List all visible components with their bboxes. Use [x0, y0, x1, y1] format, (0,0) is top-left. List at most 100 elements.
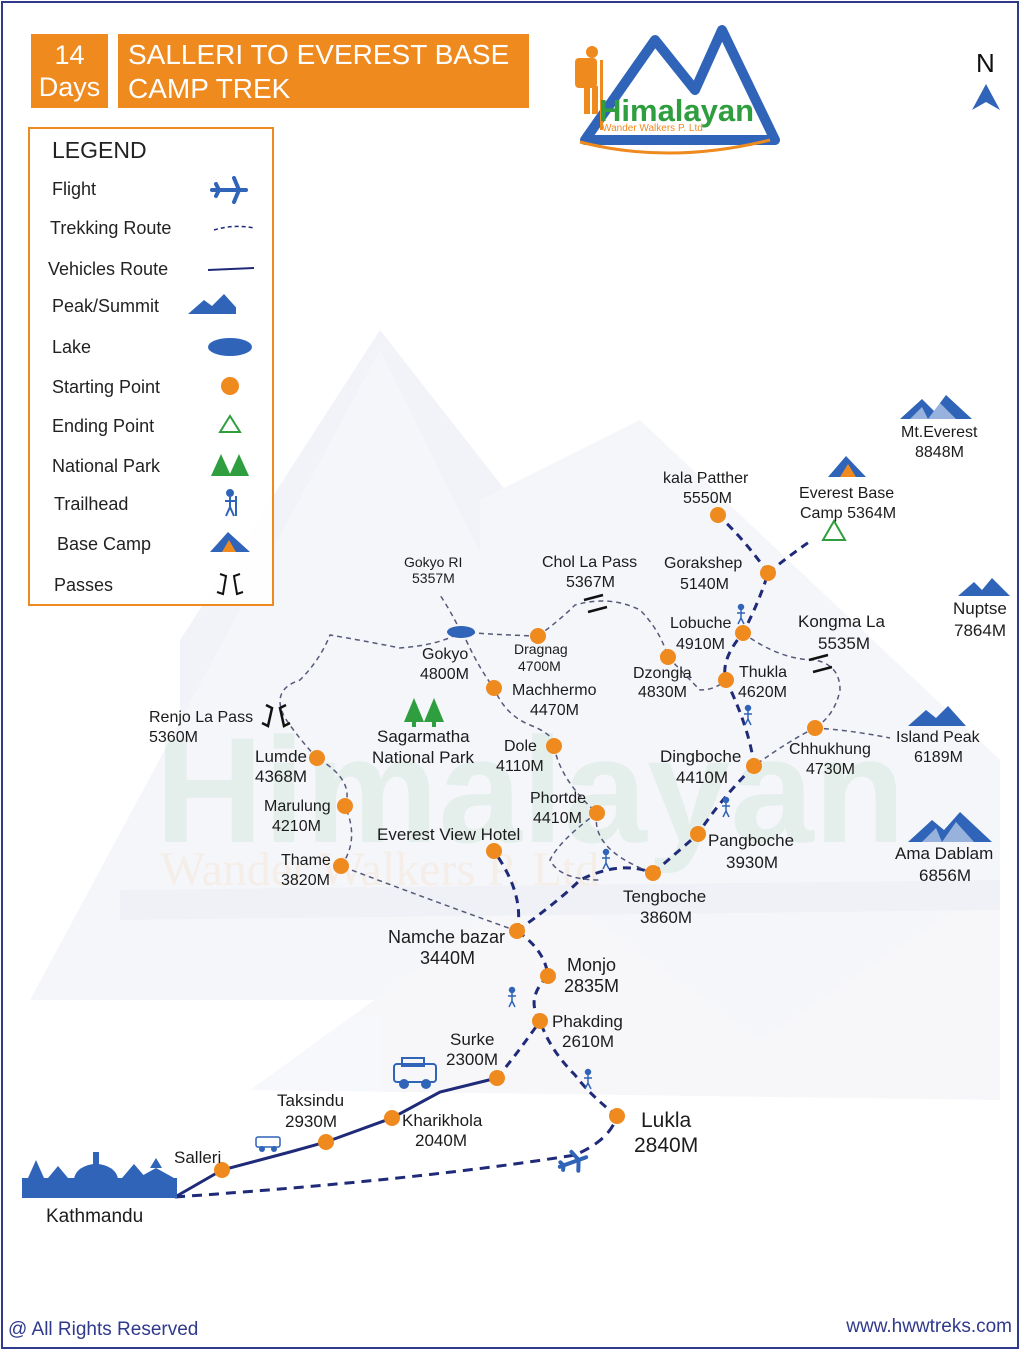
copyright-text: @ All Rights Reserved	[8, 1319, 199, 1340]
label-tengboche: Tengboche	[623, 887, 706, 906]
legend-item-peak: Peak/Summit	[30, 290, 274, 324]
label-dragnag: Dragnag	[514, 641, 568, 657]
label-phortde: Phortde	[530, 790, 586, 807]
label-chhukhung: Chhukhung	[789, 741, 871, 758]
company-logo: Himalayan Wander Walkers P. Ltd	[575, 25, 780, 155]
label-chhukhung-alt: 4730M	[806, 761, 855, 778]
logo-brand: Himalayan	[599, 93, 754, 128]
legend-item-national-park: National Park	[30, 450, 274, 484]
label-gokyo-alt: 4800M	[420, 666, 469, 683]
label-gorakshep-alt: 5140M	[680, 576, 729, 593]
legend-label: Passes	[54, 575, 114, 595]
label-gokyo-ri-alt: 5357M	[412, 570, 455, 586]
everest-peak-icon	[900, 395, 972, 419]
trek-title: SALLERI TO EVEREST BASE CAMP TREK	[118, 34, 529, 108]
label-kharikhola-alt: 2040M	[415, 1131, 467, 1150]
legend-item-lake: Lake	[30, 331, 274, 365]
trees-icon	[211, 454, 249, 476]
flight-plane-icon	[557, 1149, 589, 1173]
label-monjo-alt: 2835M	[564, 976, 619, 996]
legend-label: Ending Point	[52, 416, 155, 436]
label-machhermo: Machhermo	[512, 682, 597, 699]
label-tengboche-alt: 3860M	[640, 908, 692, 927]
tent-icon	[210, 532, 250, 552]
gokyo-lake-icon	[447, 626, 475, 638]
label-everest-alt: 8848M	[915, 444, 964, 461]
label-sagarmatha-line1: Sagarmatha	[377, 727, 470, 746]
watermark-tagline: Wander Walkers P. Ltd	[160, 843, 599, 896]
label-dzongla: Dzongla	[633, 665, 692, 682]
label-everest-view-hotel: Everest View Hotel	[377, 825, 520, 844]
label-renjo: Renjo La Pass	[149, 709, 253, 726]
trailhead-hiker-icons	[508, 603, 752, 1090]
label-kharikhola: Kharikhola	[402, 1111, 483, 1130]
label-phakding-alt: 2610M	[562, 1032, 614, 1051]
days-badge: 14 Days	[31, 34, 108, 108]
label-gokyo-ri: Gokyo RI	[404, 554, 462, 570]
pass-marker-kongmala	[808, 653, 833, 674]
label-chol-la-alt: 5367M	[566, 574, 615, 591]
label-lobuche-alt: 4910M	[676, 636, 725, 653]
legend-box: LEGEND Flight Trekking Route Vehicles Ro…	[28, 127, 274, 606]
legend-label: Flight	[52, 179, 97, 199]
label-taksindu: Taksindu	[277, 1091, 344, 1110]
label-marulung: Marulung	[264, 798, 331, 815]
label-machhermo-alt: 4470M	[530, 702, 579, 719]
legend-label: Vehicles Route	[48, 259, 169, 279]
label-gorakshep: Gorakshep	[664, 555, 742, 572]
legend-label: Lake	[52, 337, 92, 357]
dashed-line-icon	[213, 225, 255, 231]
pass-marker-chola	[583, 593, 608, 614]
mountain-icon	[188, 294, 236, 314]
legend-item-flight: Flight	[30, 173, 274, 207]
island-peak-icon	[908, 706, 966, 726]
label-kala-patther-alt: 5550M	[683, 490, 732, 507]
kathmandu-skyline-icon	[22, 1152, 177, 1198]
logo-tagline: Wander Walkers P. Ltd	[602, 123, 703, 134]
label-chol-la: Chol La Pass	[542, 554, 637, 571]
watermark-brand: Himalayan	[155, 706, 905, 874]
legend-label: Trekking Route	[50, 218, 172, 238]
label-gokyo: Gokyo	[422, 646, 468, 663]
peak-icons	[900, 395, 1010, 842]
label-namche-alt: 3440M	[420, 948, 475, 968]
north-arrow-icon	[972, 84, 1000, 110]
website-link[interactable]: www.hwwtreks.com	[846, 1316, 1012, 1337]
compass-label: N	[976, 48, 995, 78]
solid-line-icon	[207, 267, 255, 271]
label-namche: Namche bazar	[388, 927, 505, 947]
label-kathmandu: Kathmandu	[46, 1206, 143, 1227]
label-thame: Thame	[281, 852, 331, 869]
label-dole-alt: 4110M	[496, 758, 544, 775]
trek-title-line2: CAMP TREK	[128, 73, 291, 104]
legend-item-passes: Passes	[30, 569, 274, 603]
label-sagarmatha-line2: National Park	[372, 748, 475, 767]
legend-label: Trailhead	[54, 494, 129, 514]
flight-route	[174, 1115, 619, 1199]
legend-label: Peak/Summit	[52, 296, 160, 316]
label-lumde: Lumde	[255, 747, 307, 766]
legend-item-base-camp: Base Camp	[30, 528, 274, 562]
label-surke: Surke	[450, 1030, 494, 1049]
label-kala-patther: kala Patther	[663, 470, 749, 487]
small-jeep-icon	[255, 1136, 281, 1152]
label-island-peak: Island Peak	[896, 729, 981, 746]
legend-item-starting-point: Starting Point	[30, 371, 274, 405]
label-nuptse: Nuptse	[953, 599, 1007, 618]
label-renjo-alt: 5360M	[149, 729, 198, 746]
label-kongma-la: Kongma La	[798, 612, 885, 631]
legend-item-trailhead: Trailhead	[30, 488, 274, 522]
pass-marker-renjo	[261, 703, 291, 728]
legend-item-ending-point: Ending Point	[30, 410, 274, 444]
label-pangboche: Pangboche	[708, 831, 794, 850]
legend-label: Base Camp	[57, 534, 152, 554]
legend-label: National Park	[52, 456, 161, 476]
label-everest: Mt.Everest	[901, 424, 978, 441]
label-pangboche-alt: 3930M	[726, 853, 778, 872]
label-salleri: Salleri	[174, 1148, 221, 1167]
label-lukla: Lukla	[641, 1109, 692, 1132]
label-surke-alt: 2300M	[446, 1050, 498, 1069]
legend-label: Starting Point	[52, 377, 161, 397]
label-thukla: Thukla	[739, 664, 787, 681]
